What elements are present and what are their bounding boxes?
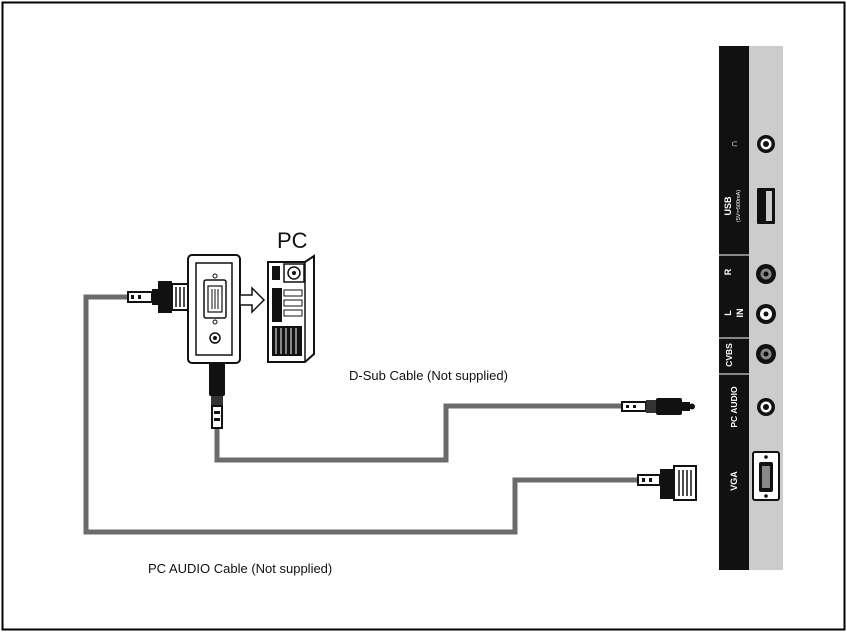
pc-label: PC: [277, 228, 308, 253]
pc-audio-label: PC AUDIO: [729, 386, 739, 428]
audio-plug-tv-side: [621, 398, 695, 415]
usb-rating-label: (5V⎓500mA): [736, 190, 742, 222]
dsub-cable-caption: D-Sub Cable (Not supplied): [349, 368, 508, 383]
vga-cable: [83, 294, 638, 535]
vga-label: VGA: [729, 471, 739, 491]
cvbs-jack[interactable]: [756, 344, 776, 364]
pointer-arrow: [239, 286, 266, 314]
headphone-jack[interactable]: [757, 135, 775, 153]
cvbs-label: CVBS: [724, 343, 734, 367]
vga-port[interactable]: [752, 451, 780, 501]
audio-in-r-jack[interactable]: [756, 264, 776, 284]
audio-cable-caption: PC AUDIO Cable (Not supplied): [148, 561, 332, 576]
in-label: IN: [735, 309, 745, 318]
pc-back-panel: [187, 254, 241, 364]
usb-label: USB: [723, 196, 733, 216]
r-label: R: [723, 268, 733, 275]
headphone-icon: ∩: [729, 140, 740, 147]
pc-tower: PC: [267, 228, 315, 363]
pc-audio-jack[interactable]: [757, 398, 775, 416]
vga-plug-tv-side: [637, 465, 697, 501]
tv-side-panel: ∩ USB (5V⎓500mA) R L IN: [719, 46, 783, 570]
audio-cable: [214, 403, 622, 463]
usb-port[interactable]: [757, 188, 775, 224]
audio-in-l-jack[interactable]: [756, 304, 776, 324]
l-label: L: [723, 310, 733, 316]
